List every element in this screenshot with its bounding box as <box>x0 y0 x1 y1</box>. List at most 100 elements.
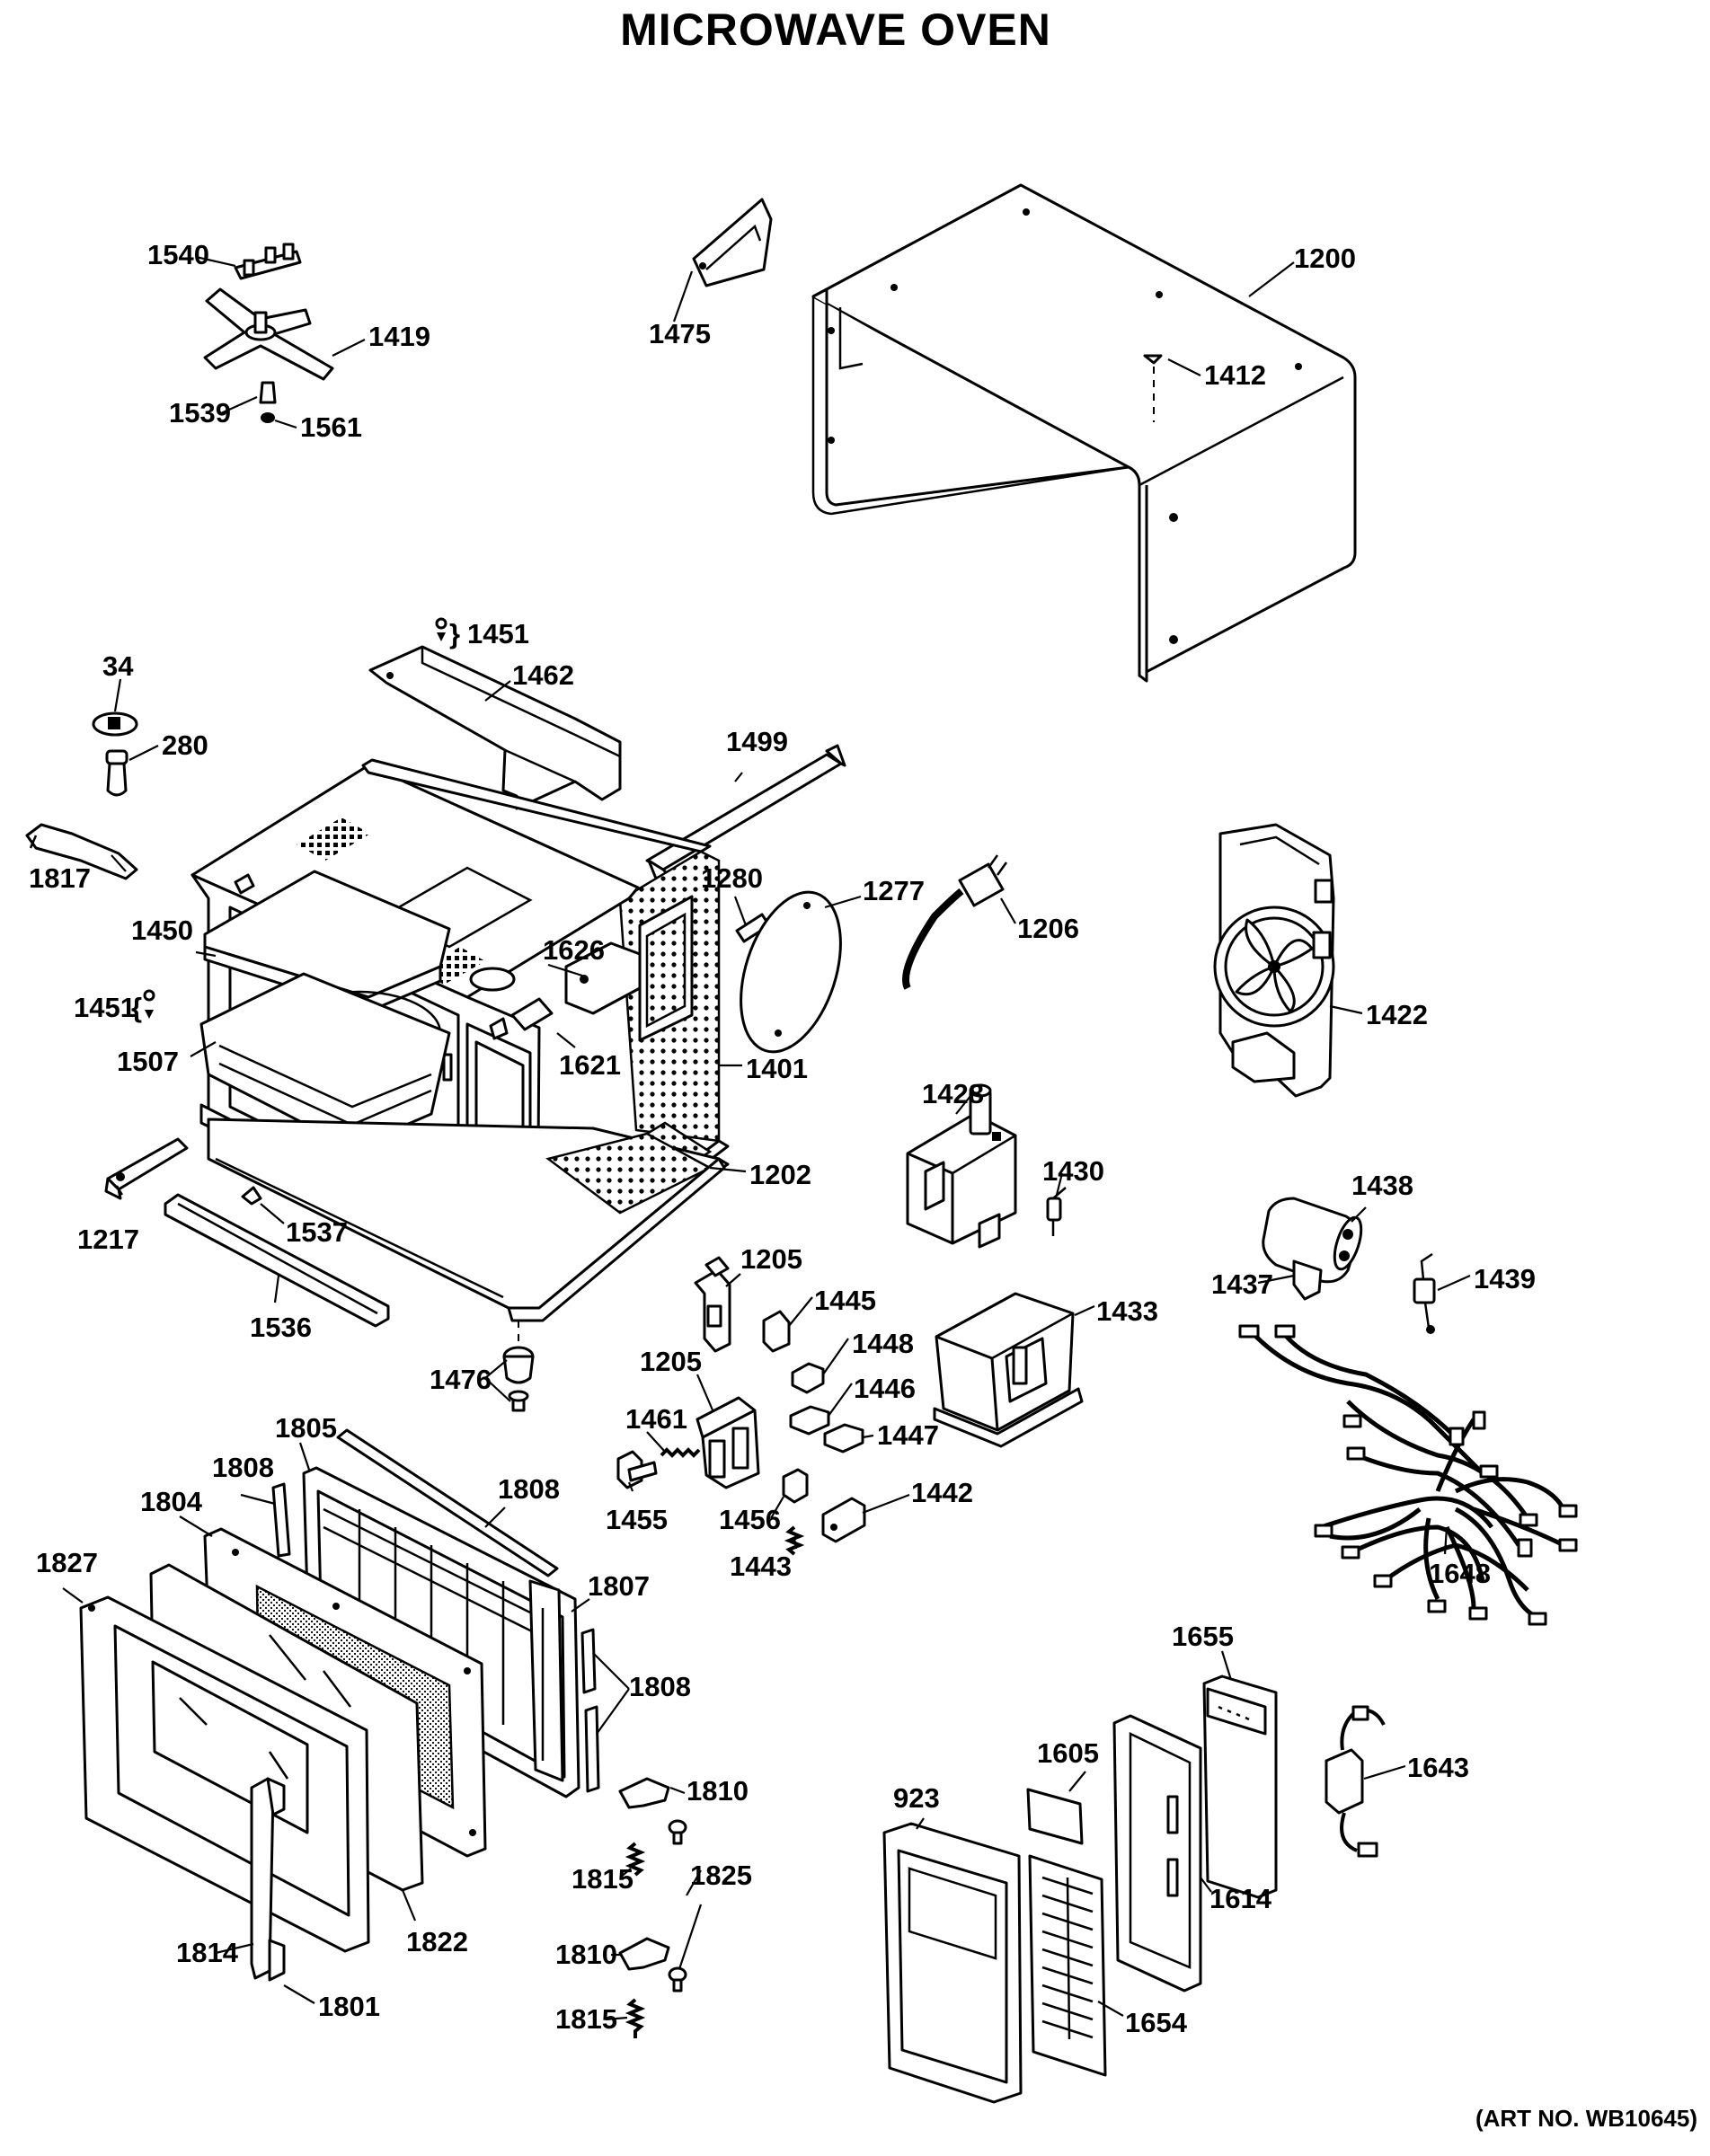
callout-1280: 1280 <box>701 862 763 894</box>
callout-1614: 1614 <box>1209 1883 1272 1914</box>
callout-1438: 1438 <box>1351 1170 1413 1201</box>
stirrer-bracket-part <box>234 243 302 280</box>
capacitor-part <box>1262 1197 1363 1301</box>
callout-1439: 1439 <box>1474 1263 1536 1294</box>
callout-1815-upper: 1815 <box>571 1863 633 1895</box>
callout-1430: 1430 <box>1042 1155 1104 1187</box>
callout-34: 34 <box>102 650 134 682</box>
callout-1801: 1801 <box>318 1991 380 2022</box>
callout-1445: 1445 <box>814 1285 876 1316</box>
foot-part <box>502 1346 535 1412</box>
door-latch-upper-part <box>618 1777 670 1809</box>
callout-1654: 1654 <box>1125 2007 1188 2038</box>
wire-harness-part <box>1238 1324 1578 1626</box>
callout-1422: 1422 <box>1366 999 1428 1030</box>
callout-1810-lower: 1810 <box>555 1939 617 1970</box>
relay-harness-part <box>1325 1705 1386 1858</box>
callout-1202: 1202 <box>749 1159 811 1190</box>
callout-1507: 1507 <box>117 1046 179 1077</box>
callout-1461: 1461 <box>625 1403 687 1435</box>
thermal-cutout-part <box>92 711 138 737</box>
control-panel-cover-part <box>882 1822 1023 2104</box>
callout-1808-left: 1808 <box>212 1452 274 1483</box>
stirrer-nut-part <box>261 412 275 423</box>
callout-1205-lower: 1205 <box>640 1346 702 1377</box>
rectifier-part <box>1413 1252 1436 1334</box>
door-choke-panel-part <box>528 1579 564 1782</box>
latch-1455-part <box>616 1450 658 1489</box>
callout-1447: 1447 <box>877 1419 939 1451</box>
switch-1448-part <box>791 1362 825 1394</box>
callout-1433: 1433 <box>1096 1295 1158 1327</box>
switch-bracket-upper-part <box>694 1256 731 1353</box>
callout-1205-upper: 1205 <box>740 1243 802 1275</box>
leader-lines <box>62 255 1471 2021</box>
strap-part <box>645 744 846 880</box>
callout-1540: 1540 <box>147 239 209 270</box>
callout-1428: 1428 <box>922 1078 984 1109</box>
base-plate-part <box>207 1118 726 1322</box>
hinge-bracket-part <box>104 1137 189 1200</box>
callout-1536: 1536 <box>250 1312 312 1343</box>
spring-1443-part <box>784 1525 805 1556</box>
stirrer-coupler-part <box>259 381 277 404</box>
callout-1451-top: 1451 <box>467 618 529 649</box>
screw-pair-left-part: { <box>131 989 155 1023</box>
callout-1817: 1817 <box>29 862 91 894</box>
callout-1419: 1419 <box>368 321 430 352</box>
callout-labels: 1540 1419 1539 1561 1475 1200 1412 1451 … <box>29 239 1536 2038</box>
callout-1621: 1621 <box>559 1049 621 1081</box>
door-handle-part <box>250 1777 286 1982</box>
latch-spring-upper-part <box>625 1842 646 1877</box>
callout-1827: 1827 <box>36 1547 98 1578</box>
callout-1451-left: 1451 <box>74 992 136 1023</box>
power-cord-part <box>902 854 1008 990</box>
control-panel-frame-part <box>1112 1714 1202 1993</box>
control-board-part <box>1202 1674 1278 1899</box>
callout-1455: 1455 <box>606 1504 668 1535</box>
lamp-bracket-part <box>25 823 138 880</box>
callout-1626: 1626 <box>543 934 605 966</box>
actuator-1456-part <box>782 1468 809 1504</box>
air-duct-part <box>368 645 622 810</box>
callout-1476: 1476 <box>430 1364 492 1395</box>
switch-1446-part <box>789 1405 830 1436</box>
cover-plate-part <box>740 890 842 1054</box>
callout-1605: 1605 <box>1037 1737 1099 1769</box>
brace-1451-top: } <box>449 618 460 649</box>
callout-1814: 1814 <box>176 1937 239 1968</box>
callout-1805: 1805 <box>275 1412 337 1444</box>
callout-1443: 1443 <box>730 1551 792 1582</box>
callout-1643: 1643 <box>1407 1752 1469 1783</box>
screw-1537-part <box>241 1186 262 1206</box>
callout-1499: 1499 <box>726 726 788 757</box>
magnetron-part <box>906 1083 1017 1249</box>
latch-screw-upper-part <box>668 1819 687 1845</box>
transformer-part <box>933 1292 1084 1448</box>
callout-1206: 1206 <box>1017 913 1079 944</box>
callout-1217: 1217 <box>77 1224 139 1255</box>
callout-1822: 1822 <box>406 1926 468 1957</box>
lamp-part <box>105 749 128 797</box>
outer-case-part <box>811 183 1357 683</box>
switch-bracket-lower-part <box>696 1396 760 1489</box>
switch-1442-part <box>821 1497 866 1543</box>
callout-1450: 1450 <box>131 915 193 946</box>
callout-1412: 1412 <box>1204 359 1266 391</box>
callout-1815-lower: 1815 <box>555 2003 617 2035</box>
callout-1277: 1277 <box>863 875 925 906</box>
callout-1825: 1825 <box>690 1860 752 1891</box>
callout-1456: 1456 <box>719 1504 781 1535</box>
callout-1442: 1442 <box>911 1477 973 1508</box>
door-seal-left-part <box>271 1482 291 1558</box>
art-number: (ART NO. WB10645) <box>1475 2105 1697 2132</box>
callout-1810-upper: 1810 <box>687 1775 749 1807</box>
switch-1445-part <box>762 1310 791 1353</box>
svg-text:{: { <box>131 992 142 1023</box>
callout-1804: 1804 <box>140 1486 203 1517</box>
diode-part <box>1046 1187 1067 1236</box>
membrane-keypad-part <box>1028 1854 1107 2077</box>
diagram-title: MICROWAVE OVEN <box>620 4 1051 55</box>
stirrer-blade-part <box>203 287 334 381</box>
